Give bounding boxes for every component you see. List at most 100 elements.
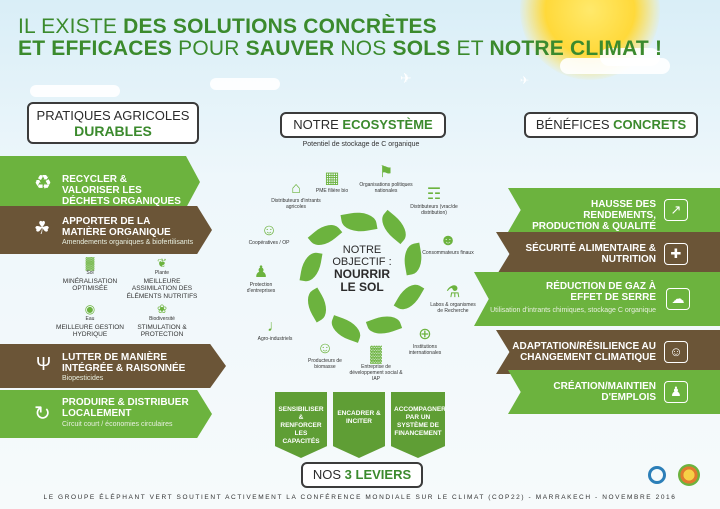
headline-text: SOLS (392, 37, 451, 60)
levers-title-b: 3 LEVIERS (344, 467, 412, 482)
headline-text: ET (450, 37, 490, 60)
actor-labs: ⚗ Labos & organismes de Recherche (428, 284, 478, 314)
city-icon: ▓ (370, 346, 382, 363)
levers-title: NOS 3 LEVIERS (301, 462, 423, 488)
farmer-icon: ☺ (316, 340, 334, 357)
headline-text: NOTRE CLIMAT ! (489, 37, 663, 60)
person-icon: ☻ (439, 232, 457, 249)
cloud (600, 48, 660, 66)
actor-label: Agro-industriels (257, 336, 293, 342)
ecosystem-subtitle: Potentiel de stockage de C organique (302, 141, 420, 148)
arrow-title: CRÉATION/MAINTIEN D'EMPLOIS (553, 381, 656, 403)
actor-label: Entreprise de développement social & IAP (349, 364, 403, 382)
right-arrow-jobs: CRÉATION/MAINTIEN D'EMPLOIS ♟ (508, 370, 720, 414)
levers-title-a: NOS (312, 467, 345, 482)
lever-label: ENCADRER & INCITER (337, 410, 381, 425)
headline-text: POUR (172, 37, 246, 60)
left-arrow-organic-matter: ☘ APPORTER DE LA MATIÈRE ORGANIQUE Amend… (0, 206, 212, 254)
lever-awareness: SENSIBILISER & RENFORCER LES CAPACITÉS (275, 392, 327, 458)
actor-consumers: ☻ Consommateurs finaux (420, 232, 476, 256)
arrow-subtitle: Circuit court / économies circulaires (62, 421, 173, 428)
objective: NOTRE OBJECTIF : NOURRIR LE SOL (320, 244, 404, 294)
benefit-tag: Eau (85, 316, 95, 322)
actor-label: Coopératives / OP (248, 240, 290, 246)
flask-icon: ⚗ (445, 284, 461, 301)
flag-icon: ⚑ (378, 164, 394, 181)
ladybug-icon: ❀ (156, 302, 168, 316)
left-arrow-local-production: ↻ PRODUIRE & DISTRIBUER LOCALEMENT Circu… (0, 390, 212, 438)
benefit-label: MEILLEURE ASSIMILATION DES ÉLÉMENTS NUTR… (126, 277, 198, 300)
lever-regulate: ENCADRER & INCITER (333, 392, 385, 458)
elephant-vert-logo (678, 464, 700, 486)
arrow-title: ADAPTATION/RÉSILIENCE AU CHANGEMENT CLIM… (512, 341, 656, 363)
benefit-label: STIMULATION & PROTECTION (137, 323, 187, 339)
actor-label: Distributeurs (vrac/de distribution) (410, 204, 458, 216)
group-icon: ☺ (260, 222, 278, 239)
cloud-icon: ☁ (666, 288, 690, 310)
right-arrow-adaptation: ADAPTATION/RÉSILIENCE AU CHANGEMENT CLIM… (496, 330, 720, 374)
actor-biomass: ☺ Producteurs de biomasse (300, 340, 350, 370)
actor-social-enterprise: ▓ Entreprise de développement social & I… (348, 346, 404, 382)
worker-icon: ♟ (664, 381, 688, 403)
left-column-title: PRATIQUES AGRICOLES DURABLES (27, 102, 199, 144)
right-title-b: CONCRETS (613, 117, 687, 132)
objective-line: NOURRIR (334, 267, 390, 281)
headline-text: IL EXISTE (18, 15, 124, 38)
left-arrow-recycle: ♻ RECYCLER & VALORISER LES DÉCHETS ORGAN… (0, 156, 200, 208)
benefit-tag: Plante (154, 270, 170, 276)
water-drop-icon: ◉ (84, 302, 96, 316)
actor-cooperatives: ☺ Coopératives / OP (244, 222, 294, 246)
right-arrow-yields: HAUSSE DES RENDEMENTS, PRODUCTION & QUAL… (508, 188, 720, 232)
headline-text: NOS (334, 37, 393, 60)
right-column-title: BÉNÉFICES CONCRETS (524, 112, 698, 138)
arrow-title: SÉCURITÉ ALIMENTAIRE & NUTRITION (525, 243, 656, 265)
benefit-label: MINÉRALISATION OPTIMISÉE (62, 277, 118, 293)
leaf (327, 315, 365, 343)
left-arrow-integrated-pest: Ψ LUTTER DE MANIÈRE INTÉGRÉE & RAISONNÉE… (0, 344, 226, 388)
actor-agro-industry: ♩ Agro-industriels (252, 318, 298, 342)
actor-input-distributors: ⌂ Distributeurs d'intrants agricoles (266, 180, 326, 210)
actor-label: Protection d'entreprises (246, 282, 276, 294)
plant-hand-icon: ☘ (34, 218, 51, 238)
headline: IL EXISTE DES SOLUTIONS CONCRÈTES ET EFF… (18, 16, 662, 60)
right-title-a: BÉNÉFICES (535, 117, 614, 132)
arrow-title: HAUSSE DES RENDEMENTS, PRODUCTION & QUAL… (532, 199, 656, 232)
left-title-line2: DURABLES (74, 123, 152, 139)
worker-icon: ♟ (253, 264, 269, 281)
headline-text: DES SOLUTIONS CONCRÈTES (123, 15, 437, 38)
actor-label: Distributeurs d'intrants agricoles (271, 198, 321, 210)
benefit-tag: Sol (86, 270, 94, 276)
benefit-biodiversity: ❀ Biodiversité STIMULATION & PROTECTION (124, 302, 200, 339)
building-icon: ▦ (324, 170, 340, 187)
globe-icon: ⊕ (418, 326, 432, 343)
objective-line: OBJECTIF : (332, 256, 392, 268)
benefit-plant: ❦ Plante MEILLEURE ASSIMILATION DES ÉLÉM… (122, 256, 202, 300)
actor-organisations: ⚑ Organisations politiques nationales (356, 164, 416, 194)
actor-distributors: ☶ Distributeurs (vrac/de distribution) (404, 186, 464, 216)
arrow-subtitle: Amendements organiques & biofertilisants (62, 239, 194, 246)
cart-icon: ☶ (426, 186, 442, 203)
cloud (30, 85, 120, 97)
health-icon: ✚ (664, 243, 688, 265)
shop-icon: ⌂ (291, 180, 301, 197)
center-title-a: NOTRE (293, 117, 343, 132)
lever-label: SENSIBILISER & RENFORCER LES CAPACITÉS (278, 406, 324, 445)
bird-icon: ✈ (400, 70, 412, 86)
recycle-icon: ♻ (34, 172, 52, 194)
right-arrow-ghg: RÉDUCTION DE GAZ À EFFET DE SERRE Utilis… (474, 272, 720, 326)
center-column-title: NOTRE ECOSYSTÈME (280, 112, 446, 138)
lever-label: ACCOMPAGNER PAR UN SYSTÈME DE FINANCEMEN… (394, 406, 446, 437)
actor-label: Consommateurs finaux (422, 250, 474, 256)
headline-text: ET EFFICACES (18, 37, 173, 60)
actor-label: Labos & organismes de Recherche (430, 302, 476, 314)
arrow-title: RECYCLER & VALORISER LES DÉCHETS ORGANIQ… (62, 174, 181, 207)
actor-international: ⊕ Institutions internationales (400, 326, 450, 356)
leaf (340, 209, 378, 235)
arrow-title: APPORTER DE LA MATIÈRE ORGANIQUE (62, 216, 171, 238)
actor-protection: ♟ Protection d'entreprises (238, 264, 284, 294)
actor-label: Producteurs de biomasse (308, 358, 342, 370)
actor-label: Organisations politiques nationales (359, 182, 413, 194)
center-title-b: ECOSYSTÈME (342, 117, 433, 132)
arrow-subtitle: Utilisation d'intrants chimiques, stocka… (490, 307, 656, 314)
benefit-tag: Biodiversité (149, 316, 175, 322)
